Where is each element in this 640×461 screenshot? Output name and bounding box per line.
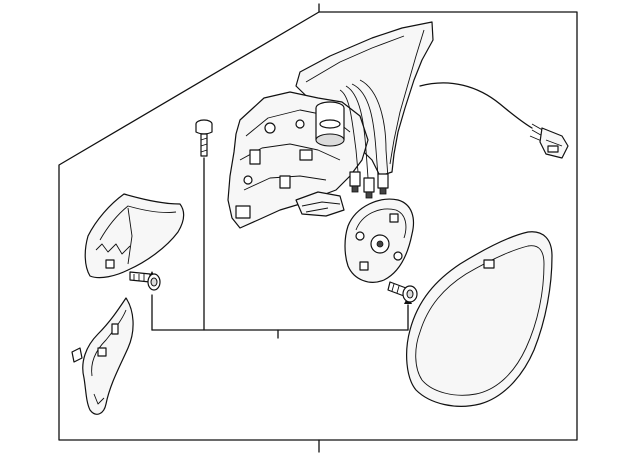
mirror-glass [406, 231, 553, 407]
lower-trim-cover [71, 297, 134, 415]
spacer-block [295, 191, 345, 217]
screw-top [195, 119, 213, 157]
cover-cap [84, 193, 185, 279]
mirror-housing-assembly [227, 21, 434, 229]
callout-leader-lines [148, 157, 412, 339]
assembly-frame [58, 3, 578, 453]
wire-harness-connector [419, 82, 569, 159]
screw-right [387, 281, 418, 303]
actuator-motor [344, 198, 415, 283]
screw-left [129, 271, 161, 291]
